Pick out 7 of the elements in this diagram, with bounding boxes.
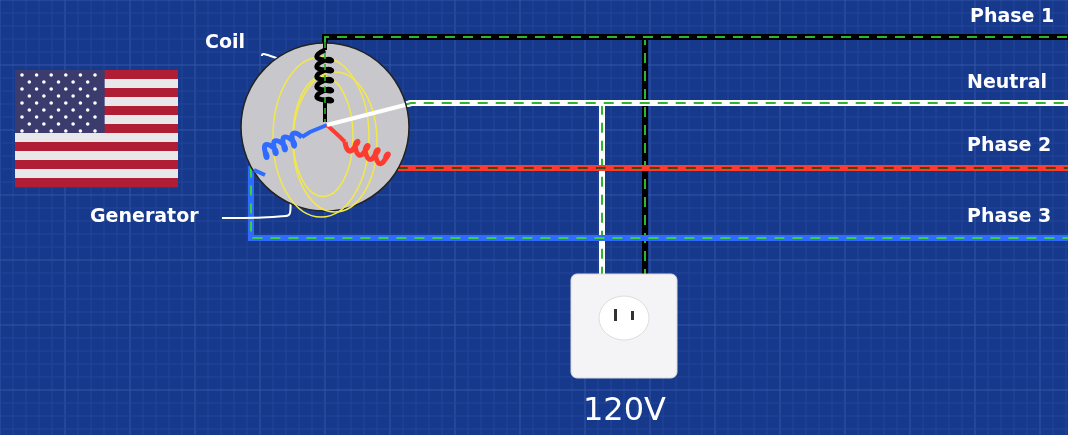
voltage-label: 120V [583, 390, 666, 428]
wire-label: Phase 3 [967, 204, 1052, 226]
wire-label: Phase 1 [970, 4, 1055, 26]
callout-label: Generator [90, 204, 199, 226]
wire-label: Neutral [967, 70, 1048, 92]
wire-label: Phase 2 [967, 133, 1052, 155]
callout-label: Coil [205, 30, 246, 52]
